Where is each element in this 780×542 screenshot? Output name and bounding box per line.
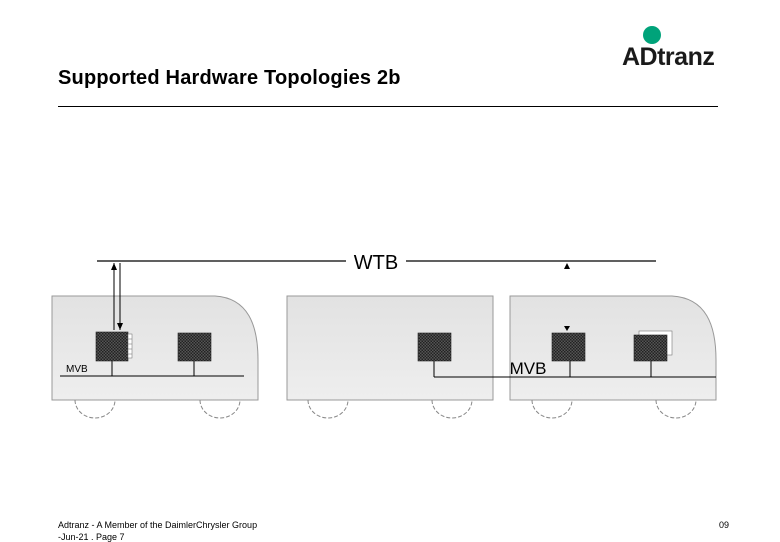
- gateway-device-car-1: [95, 331, 133, 362]
- gateway-link-car-1: [111, 263, 123, 330]
- mvb-device-car-2: [417, 332, 452, 362]
- logo-dot: [643, 26, 661, 44]
- title-divider: [58, 106, 718, 107]
- mvb-bus-car-1: [60, 361, 244, 377]
- mvb-bus-car-2-3: [433, 361, 716, 378]
- slide-title: Supported Hardware Topologies 2b: [58, 67, 401, 89]
- mvb-label-car-2-3: MVB: [510, 359, 547, 378]
- gateway-device-car-3: [551, 326, 586, 362]
- vehicle-car-3: [509, 295, 717, 419]
- company-logo: ADtranz: [622, 43, 715, 71]
- footer-date: -Jun-21 . Page 7: [58, 532, 125, 542]
- mvb-device-car-3: [633, 330, 673, 362]
- vehicle-car-2: [286, 295, 494, 419]
- mvb-label-car-1: MVB: [66, 364, 88, 375]
- wtb-label: WTB: [354, 252, 398, 274]
- wtb-node-marker-car-3: [564, 263, 570, 269]
- footer-company: Adtranz - A Member of the DaimlerChrysle…: [58, 520, 258, 530]
- vehicle-car-1: [51, 295, 259, 419]
- mvb-device-car-1: [177, 332, 212, 362]
- footer-page-number: 09: [719, 520, 730, 530]
